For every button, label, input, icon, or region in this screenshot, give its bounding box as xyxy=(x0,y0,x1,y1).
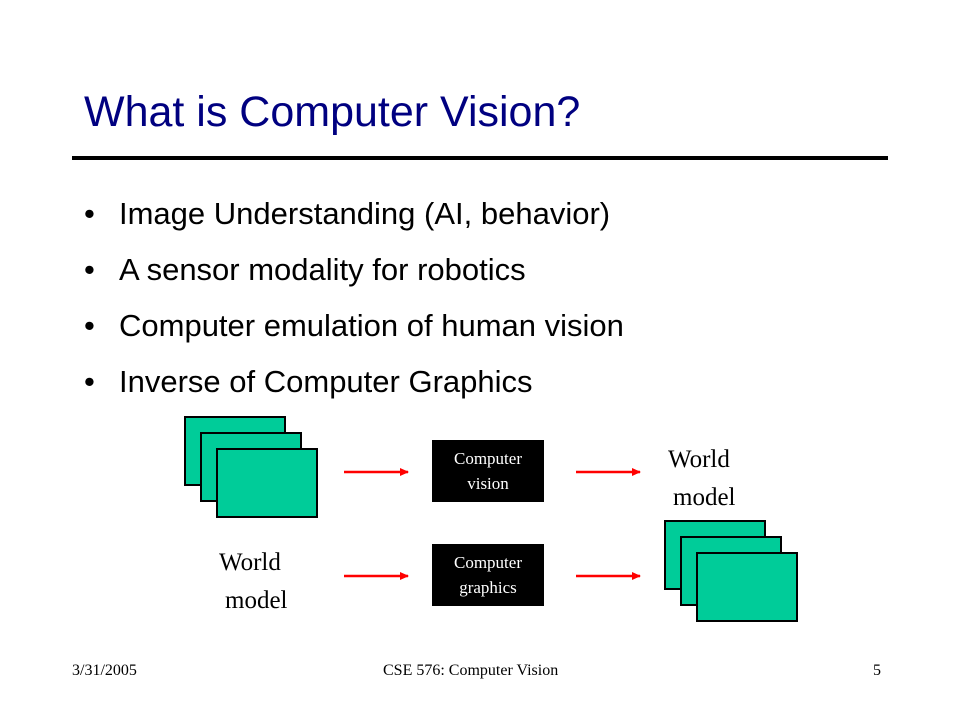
computer-graphics-line2: graphics xyxy=(459,578,517,597)
footer-date: 3/31/2005 xyxy=(72,662,137,679)
world-model-label-top-line1: World xyxy=(668,446,730,473)
computer-graphics-line1: Computer xyxy=(454,553,522,572)
bullet-icon: • xyxy=(84,252,95,287)
computer-vision-line2: vision xyxy=(467,474,509,493)
bullet-item: • Inverse of Computer Graphics xyxy=(84,360,624,416)
bullet-icon: • xyxy=(84,196,95,231)
bullet-icon: • xyxy=(84,364,95,399)
slide-title: What is Computer Vision? xyxy=(84,88,581,136)
image-frame-icon xyxy=(696,552,798,622)
image-frame-icon xyxy=(216,448,318,518)
footer-course: CSE 576: Computer Vision xyxy=(383,662,559,679)
world-model-label-bottom-line2: model xyxy=(225,587,288,614)
bullet-item: • A sensor modality for robotics xyxy=(84,248,624,304)
computer-vision-line1: Computer xyxy=(454,449,522,468)
world-model-label-top-line2: model xyxy=(673,484,736,511)
footer-page-number: 5 xyxy=(873,662,881,679)
world-model-label-bottom-line1: World xyxy=(219,549,281,576)
computer-vision-box: Computer vision xyxy=(432,440,544,502)
bullet-item: • Computer emulation of human vision xyxy=(84,304,624,360)
bullet-text: A sensor modality for robotics xyxy=(119,252,526,287)
bullet-text: Image Understanding (AI, behavior) xyxy=(119,196,611,231)
title-divider xyxy=(72,156,888,160)
bullet-text: Computer emulation of human vision xyxy=(119,308,624,343)
bullet-icon: • xyxy=(84,308,95,343)
computer-graphics-box: Computer graphics xyxy=(432,544,544,606)
bullet-list: • Image Understanding (AI, behavior) • A s… xyxy=(84,192,624,416)
bullet-item: • Image Understanding (AI, behavior) xyxy=(84,192,624,248)
bullet-text: Inverse of Computer Graphics xyxy=(119,364,533,399)
